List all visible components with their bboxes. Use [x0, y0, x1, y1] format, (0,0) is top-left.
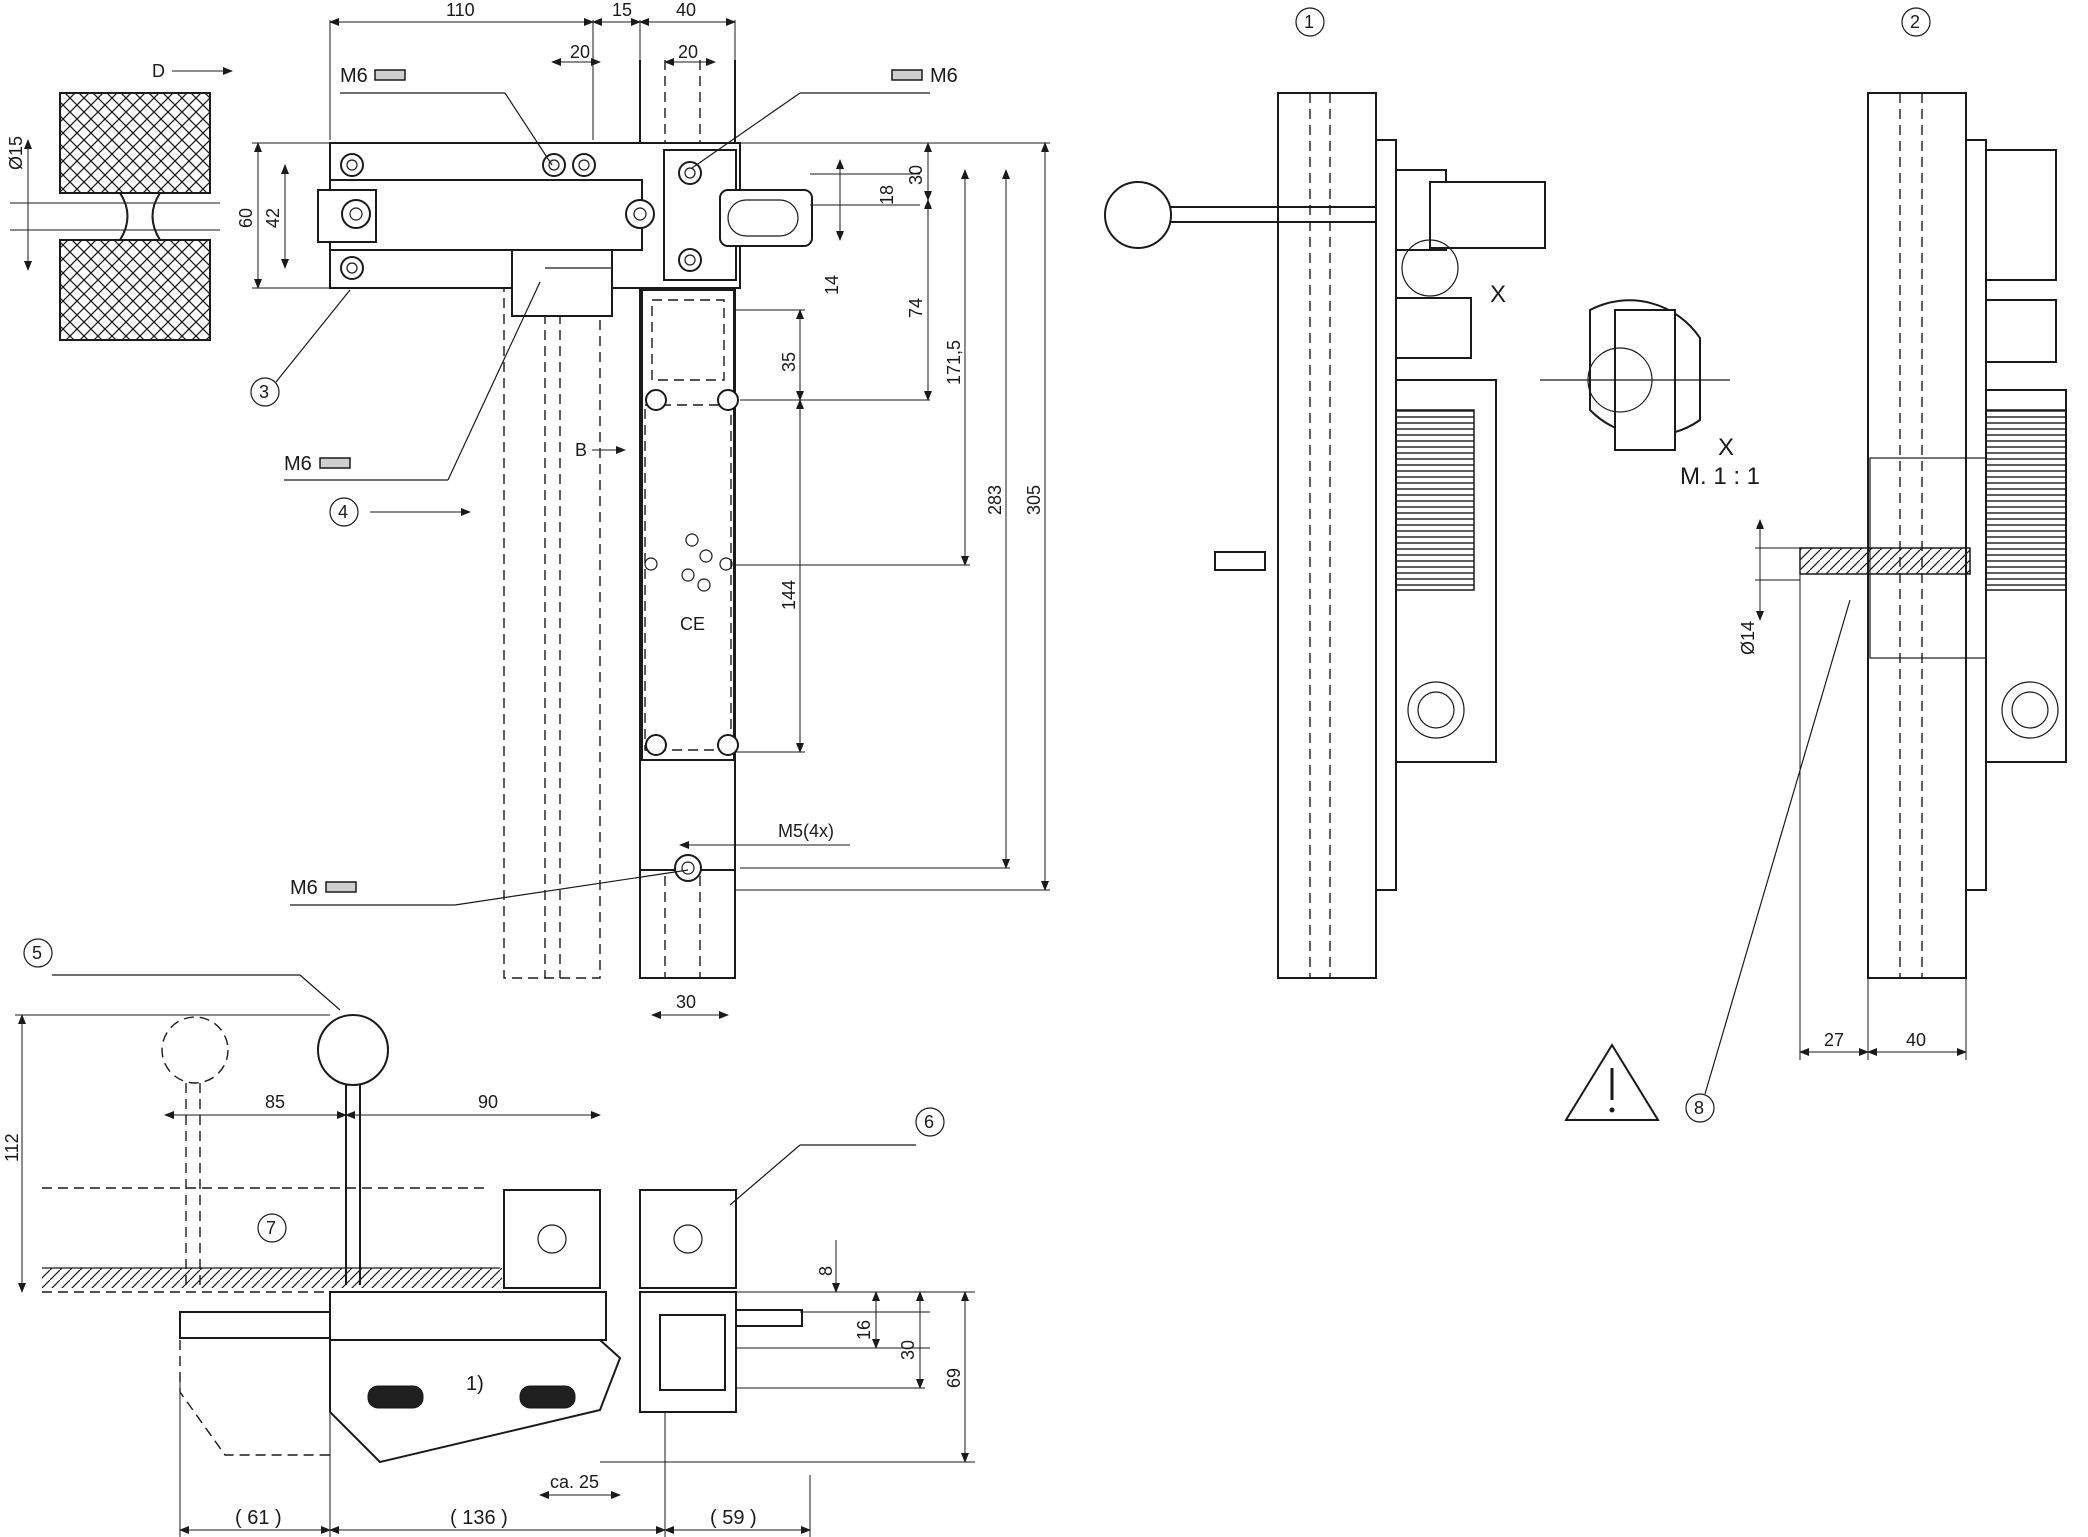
dim-30-b: 30 [676, 992, 696, 1012]
m6-label-b: M6 [930, 65, 958, 87]
svg-text:8: 8 [1694, 1098, 1704, 1118]
svg-text:6: 6 [924, 1112, 934, 1132]
dim-42: 42 [263, 208, 283, 228]
dim-30-a: 30 [906, 165, 926, 185]
dim-ca25: ca. 25 [550, 1472, 599, 1492]
dim-61: ( 61 ) [235, 1507, 282, 1529]
dim-o15: Ø15 [6, 136, 26, 170]
dim-136: ( 136 ) [450, 1507, 508, 1529]
dim-110: 110 [446, 0, 475, 20]
svg-text:3: 3 [259, 382, 269, 402]
detail-x-label: X [1718, 434, 1734, 461]
dim-20-b: 20 [678, 42, 698, 62]
dim-20-a: 20 [570, 42, 590, 62]
front-view: CE 110 15 40 20 20 60 42 30 18 14 74 [236, 0, 1050, 1019]
m6-label-d: M6 [290, 877, 318, 899]
callout-8: 8 [1685, 599, 1851, 1123]
dim-18: 18 [877, 185, 897, 205]
callout-1: 1 [1304, 12, 1314, 32]
dim-171-5: 171,5 [944, 340, 964, 385]
dim-144: 144 [779, 580, 799, 610]
screw-group-top [340, 153, 702, 280]
dim-305: 305 [1024, 485, 1044, 515]
scale-label: M. 1 : 1 [1680, 463, 1760, 490]
m6-label-c: M6 [284, 453, 312, 475]
dim-74: 74 [906, 298, 926, 318]
callout-5: 5 [23, 938, 341, 1011]
dim-27: 27 [1824, 1030, 1844, 1050]
dim-90: 90 [478, 1092, 498, 1112]
dim-112: 112 [2, 1133, 22, 1162]
view-2: 2 Ø14 27 40 8 [1564, 7, 2067, 1123]
warning-icon [1564, 1043, 1660, 1121]
ce-mark: CE [680, 614, 705, 634]
dim-m5: M5(4x) [778, 821, 834, 841]
arrow-b-label: B [575, 440, 587, 460]
dim-30-c: 30 [898, 1340, 918, 1360]
dim-59: ( 59 ) [710, 1507, 757, 1529]
callout-7: 7 [257, 1213, 287, 1243]
x-mark: X [1490, 281, 1506, 308]
cross-section-view: Ø15 D [6, 61, 233, 341]
dim-69: 69 [944, 1368, 964, 1388]
dim-283: 283 [985, 485, 1005, 515]
callout-2: 2 [1910, 12, 1920, 32]
dim-40-b: 40 [1906, 1030, 1926, 1050]
note-1: 1) [466, 1373, 484, 1395]
dim-8: 8 [816, 1266, 836, 1276]
svg-text:5: 5 [32, 943, 42, 963]
callout-3: 3 [250, 289, 351, 407]
dim-85: 85 [265, 1092, 285, 1112]
dim-35: 35 [779, 352, 799, 372]
dim-o14: Ø14 [1738, 621, 1758, 655]
callout-4: 4 [329, 497, 359, 527]
svg-text:4: 4 [338, 502, 348, 522]
m6-label-a: M6 [340, 65, 368, 87]
arrow-d-label: D [152, 61, 165, 81]
detail-x: X M. 1 : 1 [1540, 299, 1760, 490]
dim-60: 60 [236, 208, 256, 228]
view-1: 1 X [1104, 7, 1546, 979]
dim-40: 40 [676, 0, 696, 20]
top-view: 5 7 1) 6 [2, 938, 975, 1537]
dim-15: 15 [612, 0, 632, 20]
svg-text:7: 7 [266, 1218, 276, 1238]
dim-16: 16 [854, 1320, 874, 1340]
callout-6: 6 [729, 1107, 945, 1206]
dim-14: 14 [822, 275, 842, 295]
